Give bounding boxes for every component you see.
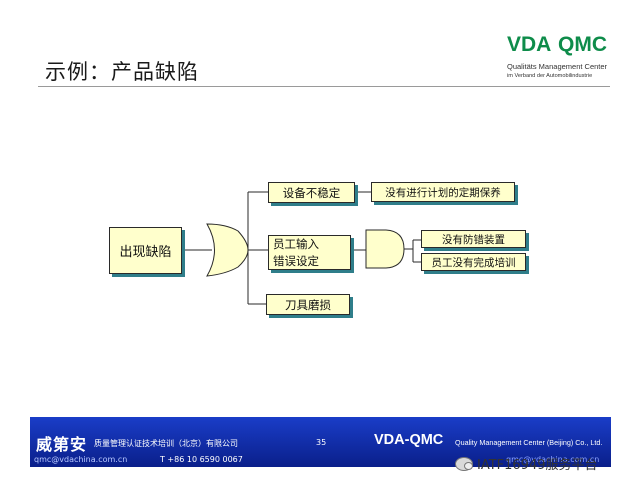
- watermark: IATF16949服务平台: [455, 454, 598, 473]
- wechat-icon: [455, 456, 473, 471]
- footer-company-name: 质量管理认证技术培训（北京）有限公司: [94, 439, 238, 448]
- footer-brand: VDA-QMC: [374, 432, 444, 448]
- cause-box-equipment: 设备不稳定: [268, 182, 355, 203]
- footer-company-short-name: 威第安: [36, 435, 88, 454]
- cause-box-input-error: 员工输入 错误设定: [268, 235, 351, 270]
- cause-label-line2: 错误设定: [273, 253, 319, 268]
- or-gate-1: [206, 223, 249, 277]
- title-divider: [38, 86, 610, 87]
- footer-email-secondary: qmc@vdachina.com.cn: [506, 455, 600, 464]
- logo-subtitle: Qualitäts Management Center: [507, 62, 608, 71]
- footer-banner: 威第安 质量管理认证技术培训（北京）有限公司 35 VDA-QMC Qualit…: [30, 417, 611, 467]
- cause-box-tool-wear: 刀具磨损: [266, 294, 350, 315]
- and-gate-2: [365, 229, 405, 269]
- footer-brand-subtitle: Quality Management Center (Beijing) Co.,…: [455, 438, 603, 447]
- slide-title: 示例：产品缺陷: [45, 60, 199, 84]
- page-number: 35: [316, 438, 327, 447]
- cause-label-line1: 员工输入: [273, 236, 319, 251]
- vda-logo-text: VDA: [507, 33, 552, 56]
- subcause-box-training: 员工没有完成培训: [421, 253, 526, 271]
- footer-phone: T +86 10 6590 0067: [160, 455, 243, 464]
- logo-subtitle-small: im Verband der Automobilindustrie: [507, 73, 593, 79]
- watermark-text: IATF16949服务平台: [477, 458, 598, 473]
- qmc-logo-text: QMC: [558, 33, 607, 56]
- subcause-box-poka-yoke: 没有防错装置: [421, 230, 526, 248]
- subcause-box-maintenance: 没有进行计划的定期保养: [371, 182, 515, 202]
- footer-email: qmc@vdachina.com.cn: [34, 455, 128, 464]
- root-effect-box: 出现缺陷: [109, 227, 182, 274]
